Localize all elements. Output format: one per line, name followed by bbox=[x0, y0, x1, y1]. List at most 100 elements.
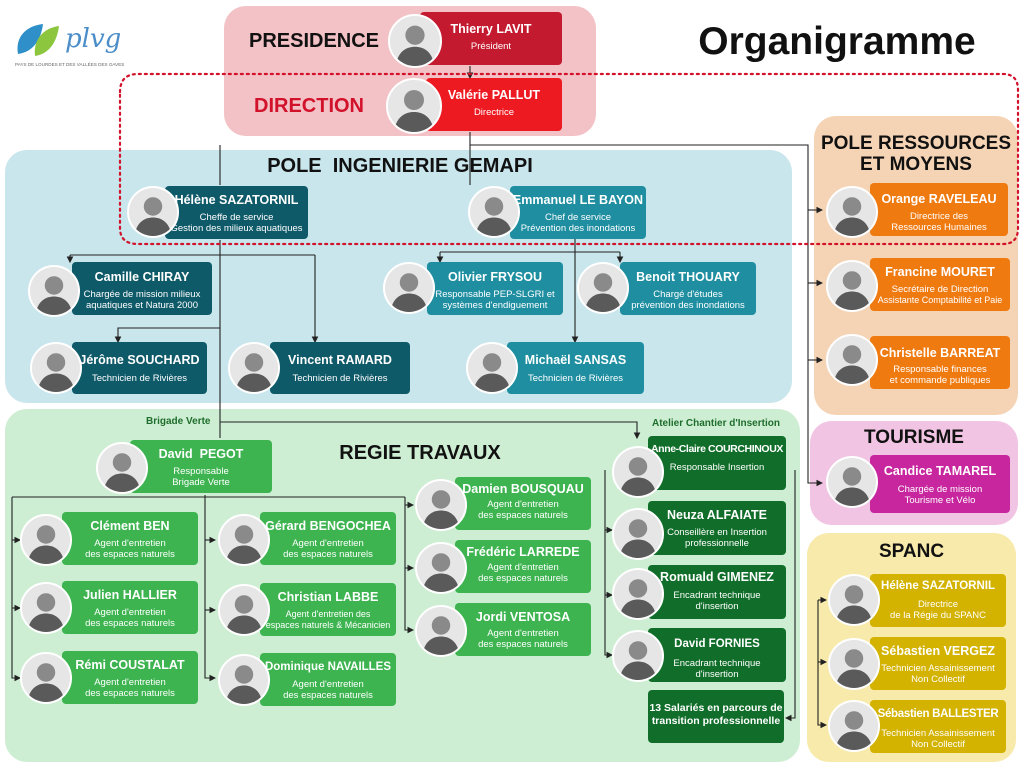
regie-avatar-romuald bbox=[612, 568, 664, 620]
person-photo-icon bbox=[385, 264, 433, 312]
spanc-title: SPANC bbox=[878, 541, 945, 562]
gemapi-card-benoit: Benoit THOUARY Chargé d'études préventio… bbox=[620, 262, 756, 315]
person-photo-icon bbox=[417, 607, 465, 655]
ressources-avatar-francine bbox=[826, 260, 878, 312]
gemapi-card-olivier: Olivier FRYSOU Responsable PEP-SLGRI et … bbox=[427, 262, 563, 315]
director-avatar bbox=[386, 78, 442, 134]
spanc-avatar-sebastien-vergez bbox=[828, 638, 880, 690]
person-photo-icon bbox=[828, 336, 876, 384]
spanc-card-helene: Hélène SAZATORNIL Directrice de la Régie… bbox=[870, 574, 1006, 627]
logo-subtitle: PAYS DE LOURDES ET DES VALLÉES DES GAVES bbox=[15, 62, 125, 67]
regie-card-david-pegot: David PEGOT Responsable Brigade Verte bbox=[130, 440, 272, 493]
person-photo-icon bbox=[220, 516, 268, 564]
leaf-logo-icon bbox=[17, 24, 59, 56]
regie-card-clement: Clément BEN Agent d'entretien des espace… bbox=[62, 512, 198, 565]
regie-card-anne-claire: Anne-Claire COURCHINOUX Responsable Inse… bbox=[648, 436, 786, 490]
regie-avatar-anne-claire bbox=[612, 446, 664, 498]
regie-card-christian: Christian LABBE Agent d'entretien des es… bbox=[260, 583, 396, 636]
person-photo-icon bbox=[390, 16, 440, 66]
spanc-card-sebastien-ballester: Sébastien BALLESTER Technicien Assainiss… bbox=[870, 700, 1006, 753]
ressources-card-orange: Orange RAVELEAU Directrice des Ressource… bbox=[870, 183, 1008, 236]
regie-avatar-julien bbox=[20, 582, 72, 634]
person-photo-icon bbox=[220, 586, 268, 634]
regie-avatar-david-pegot bbox=[96, 442, 148, 494]
person-photo-icon bbox=[230, 344, 278, 392]
gemapi-avatar-benoit bbox=[577, 262, 629, 314]
regie-avatar-dominique bbox=[218, 654, 270, 706]
person-photo-icon bbox=[417, 481, 465, 529]
regie-card-gerard: Gérard BENGOCHEA Agent d'entretien des e… bbox=[260, 512, 396, 565]
page-title: Organigramme bbox=[698, 20, 976, 63]
person-photo-icon bbox=[98, 444, 146, 492]
person-photo-icon bbox=[828, 188, 876, 236]
gemapi-avatar-vincent bbox=[228, 342, 280, 394]
regie-card-frederic: Frédéric LARREDE Agent d'entretien des e… bbox=[455, 540, 591, 593]
regie-card-dominique: Dominique NAVAILLES Agent d'entretien de… bbox=[260, 653, 396, 706]
regie-avatar-remi bbox=[20, 652, 72, 704]
regie-card-remi: Rémi COUSTALAT Agent d'entretien des esp… bbox=[62, 651, 198, 704]
spanc-avatar-helene bbox=[828, 574, 880, 626]
gemapi-title: POLE INGENIERIE GEMAPI bbox=[267, 155, 533, 177]
person-photo-icon bbox=[830, 702, 878, 750]
regie-avatar-clement bbox=[20, 514, 72, 566]
person-photo-icon bbox=[388, 80, 440, 132]
gemapi-avatar-michael bbox=[466, 342, 518, 394]
regie-card-romuald: Romuald GIMENEZ Encadrant technique d'in… bbox=[648, 565, 786, 619]
logo-text: plvg bbox=[65, 24, 122, 54]
presidence-label: PRESIDENCE bbox=[248, 30, 380, 52]
regie-avatar-damien bbox=[415, 479, 467, 531]
person-photo-icon bbox=[830, 640, 878, 688]
person-photo-icon bbox=[22, 654, 70, 702]
person-photo-icon bbox=[614, 632, 662, 680]
brigade-verte-label: Brigade Verte bbox=[146, 416, 211, 427]
regie-card-salaries: 13 Salariés en parcours de transition pr… bbox=[648, 690, 784, 743]
regie-title: REGIE TRAVAUX bbox=[339, 442, 501, 464]
spanc-avatar-sebastien-ballester bbox=[828, 700, 880, 752]
gemapi-avatar-emmanuel bbox=[468, 186, 520, 238]
director-card: Valérie PALLUT Directrice bbox=[426, 78, 562, 131]
person-photo-icon bbox=[614, 510, 662, 558]
person-photo-icon bbox=[30, 267, 78, 315]
person-photo-icon bbox=[470, 188, 518, 236]
gemapi-avatar-jerome bbox=[30, 342, 82, 394]
gemapi-card-emmanuel: Emmanuel LE BAYON Chef de service Préven… bbox=[510, 186, 646, 239]
regie-card-neuza: Neuza ALFAIATE Conseillère en Insertion … bbox=[648, 501, 786, 555]
person-photo-icon bbox=[22, 516, 70, 564]
regie-avatar-frederic bbox=[415, 542, 467, 594]
person-photo-icon bbox=[828, 262, 876, 310]
regie-avatar-david-fornies bbox=[612, 630, 664, 682]
atelier-label: Atelier Chantier d'Insertion bbox=[652, 418, 780, 429]
regie-avatar-gerard bbox=[218, 514, 270, 566]
regie-card-jordi: Jordi VENTOSA Agent d'entretien des espa… bbox=[455, 603, 591, 656]
person-photo-icon bbox=[828, 458, 876, 506]
gemapi-avatar-olivier bbox=[383, 262, 435, 314]
tourisme-card-candice: Candice TAMAREL Chargée de mission Touri… bbox=[870, 455, 1010, 513]
ressources-avatar-christelle bbox=[826, 334, 878, 386]
person-photo-icon bbox=[220, 656, 268, 704]
person-photo-icon bbox=[417, 544, 465, 592]
tourisme-title: TOURISME bbox=[864, 427, 964, 448]
gemapi-card-helene: Hélène SAZATORNIL Cheffe de service Gest… bbox=[165, 186, 308, 239]
person-photo-icon bbox=[830, 576, 878, 624]
person-photo-icon bbox=[32, 344, 80, 392]
gemapi-avatar-camille bbox=[28, 265, 80, 317]
gemapi-card-michael: Michaël SANSAS Technicien de Rivières bbox=[507, 342, 644, 394]
person-photo-icon bbox=[22, 584, 70, 632]
person-photo-icon bbox=[614, 570, 662, 618]
regie-avatar-christian bbox=[218, 584, 270, 636]
regie-avatar-neuza bbox=[612, 508, 664, 560]
gemapi-avatar-helene bbox=[127, 186, 179, 238]
gemapi-card-jerome: Jérôme SOUCHARD Technicien de Rivières bbox=[72, 342, 207, 394]
person-photo-icon bbox=[468, 344, 516, 392]
president-card: Thierry LAVIT Président bbox=[420, 12, 562, 65]
person-photo-icon bbox=[614, 448, 662, 496]
direction-label: DIRECTION bbox=[254, 95, 364, 117]
person-photo-icon bbox=[129, 188, 177, 236]
regie-card-damien: Damien BOUSQUAU Agent d'entretien des es… bbox=[455, 477, 591, 530]
ressources-card-christelle: Christelle BARREAT Responsable finances … bbox=[870, 336, 1010, 389]
ressources-card-francine: Francine MOURET Secrétaire de Direction … bbox=[870, 258, 1010, 311]
regie-card-david-fornies: David FORNIES Encadrant technique d'inse… bbox=[648, 628, 786, 682]
ressources-title-line2: ET MOYENS bbox=[860, 154, 972, 175]
plvg-logo: plvg PAYS DE LOURDES ET DES VALLÉES DES … bbox=[15, 18, 135, 70]
